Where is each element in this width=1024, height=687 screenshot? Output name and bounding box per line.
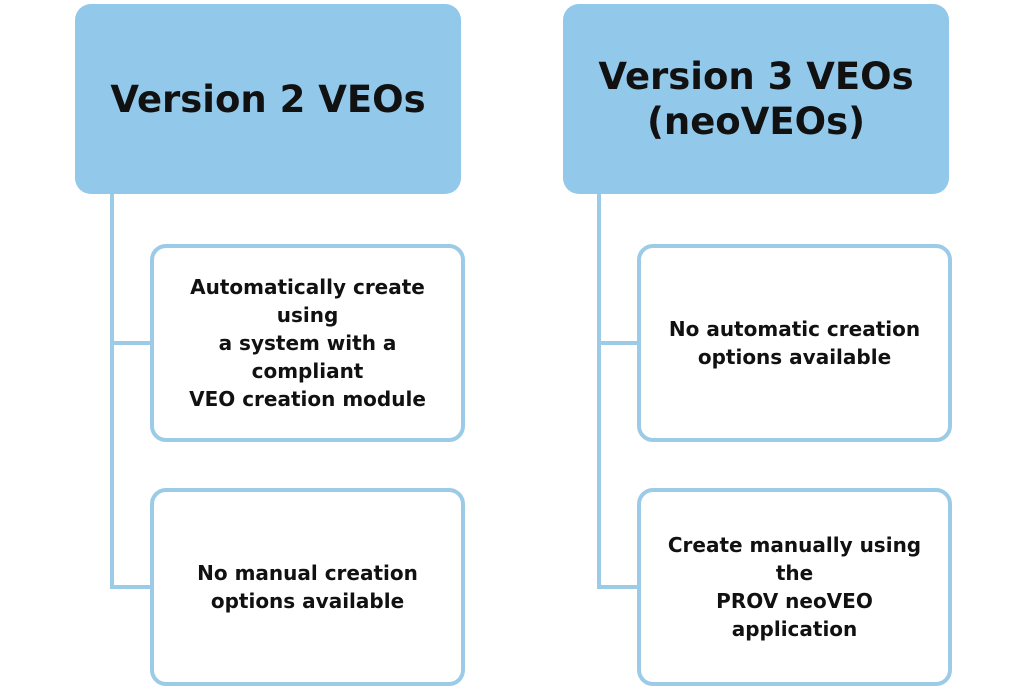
manual-creation-box-v2: No manual creation options available [150,488,465,686]
left-branch-connector-2 [110,585,152,589]
box-text-line: PROV neoVEO application [716,589,873,641]
version-3-veos-header: Version 3 VEOs (neoVEOs) [563,4,949,194]
box-text-line: options available [697,345,892,369]
header-line: (neoVEOs) [646,100,866,143]
automatic-creation-box-v2: Automatically create using a system with… [150,244,465,442]
left-branch-connector-1 [110,341,152,345]
version-2-veos-header: Version 2 VEOs [75,4,461,194]
box-text-line: Automatically create using [190,275,425,327]
header-line: Version 2 VEOs [110,77,426,121]
manual-creation-box-v3: Create manually using the PROV neoVEO ap… [637,488,952,686]
left-vertical-connector [110,194,114,587]
box-text-line: No automatic creation [668,317,921,341]
right-vertical-connector [597,194,601,587]
header-line: Version 3 VEOs [598,55,914,98]
box-text-line: No manual creation [197,561,418,585]
automatic-creation-box-v3: No automatic creation options available [637,244,952,442]
right-branch-connector-2 [597,585,639,589]
right-branch-connector-1 [597,341,639,345]
box-text-line: Create manually using the [667,533,922,585]
box-text-line: options available [210,589,405,613]
box-text-line: a system with a compliant [218,331,397,383]
box-text-line: VEO creation module [189,387,426,411]
